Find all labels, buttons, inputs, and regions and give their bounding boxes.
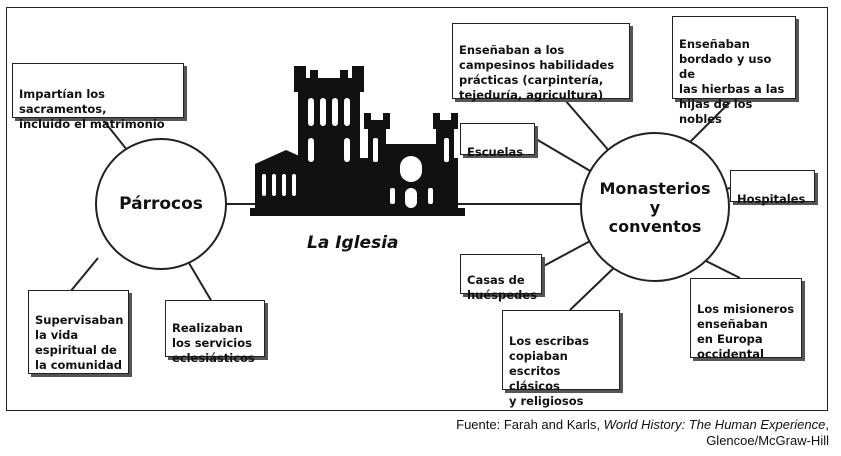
- box-campesinos-text: Enseñaban a los campesinos habilidades p…: [459, 43, 615, 102]
- box-escribas: Los escribas copiaban escritos clásicos …: [502, 310, 620, 408]
- parrocos-hub: Párrocos: [95, 138, 227, 270]
- monasterios-hub-label: Monasterios y conventos: [599, 178, 711, 236]
- box-casas: Casas de huéspedes: [460, 254, 542, 302]
- source-line-1: Fuente: Farah and Karls, World History: …: [456, 417, 829, 433]
- box-supervisaban-text: Supervisaban la vida espiritual de la co…: [35, 313, 124, 372]
- church-label: La Iglesia: [307, 233, 399, 253]
- box-campesinos: Enseñaban a los campesinos habilidades p…: [452, 23, 630, 102]
- source-title: World History: The Human Experience: [603, 417, 826, 432]
- connector-line: [69, 257, 99, 293]
- box-realizaban-text: Realizaban los servicios eclesiásticos: [172, 321, 255, 365]
- source-citation: Fuente: Farah and Karls, World History: …: [456, 417, 829, 449]
- cathedral-icon: [250, 66, 465, 216]
- box-escuelas: Escuelas: [460, 123, 535, 159]
- box-bordado: Enseñaban bordado y uso de las hierbas a…: [672, 16, 796, 126]
- box-hospitales-text: Hospitales: [737, 192, 806, 206]
- source-prefix: Fuente: Farah and Karls,: [456, 417, 604, 432]
- connector-line: [185, 257, 213, 303]
- box-sacramentos-text: Impartían los sacramentos, incluido el m…: [19, 87, 165, 131]
- box-hospitales: Hospitales: [730, 170, 815, 206]
- box-bordado-text: Enseñaban bordado y uso de las hierbas a…: [679, 37, 785, 126]
- box-sacramentos: Impartían los sacramentos, incluido el m…: [12, 63, 184, 131]
- connector-line: [569, 261, 621, 311]
- source-line-2: Glencoe/McGraw-Hill: [706, 433, 829, 448]
- box-escribas-text: Los escribas copiaban escritos clásicos …: [509, 334, 589, 408]
- box-escuelas-text: Escuelas: [467, 145, 524, 159]
- parrocos-hub-label: Párrocos: [119, 194, 203, 214]
- box-casas-text: Casas de huéspedes: [467, 273, 537, 302]
- box-misioneros: Los misioneros enseñaban en Europa occid…: [690, 278, 802, 361]
- box-misioneros-text: Los misioneros enseñaban en Europa occid…: [697, 302, 795, 361]
- box-realizaban: Realizaban los servicios eclesiásticos: [165, 300, 265, 365]
- connector-line: [535, 138, 593, 173]
- connector-line: [539, 239, 593, 269]
- source-suffix: ,: [825, 417, 829, 432]
- connector-line: [564, 99, 611, 153]
- monasterios-hub: Monasterios y conventos: [580, 132, 730, 282]
- box-supervisaban: Supervisaban la vida espiritual de la co…: [28, 290, 129, 374]
